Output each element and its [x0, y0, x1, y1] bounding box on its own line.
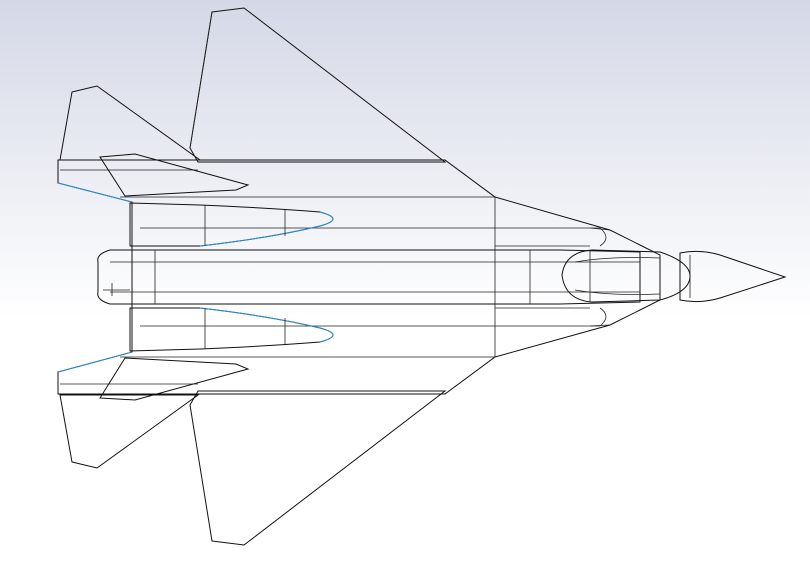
lower-engine-nacelle[interactable] [129, 307, 334, 352]
upper-canard[interactable] [99, 153, 250, 197]
fuselage-spine[interactable] [97, 249, 641, 305]
lower-tail-fin[interactable] [59, 383, 200, 469]
upper-tail-fin[interactable] [59, 85, 202, 171]
nose-cone[interactable] [679, 250, 787, 303]
upper-engine-nacelle[interactable] [129, 202, 334, 247]
lower-canard[interactable] [99, 357, 250, 401]
cockpit-canopy[interactable] [561, 249, 691, 303]
lower-main-wing[interactable] [189, 390, 447, 546]
wing-body-blend[interactable] [57, 159, 661, 395]
highlight-edges [57, 182, 133, 373]
upper-main-wing[interactable] [189, 7, 447, 163]
